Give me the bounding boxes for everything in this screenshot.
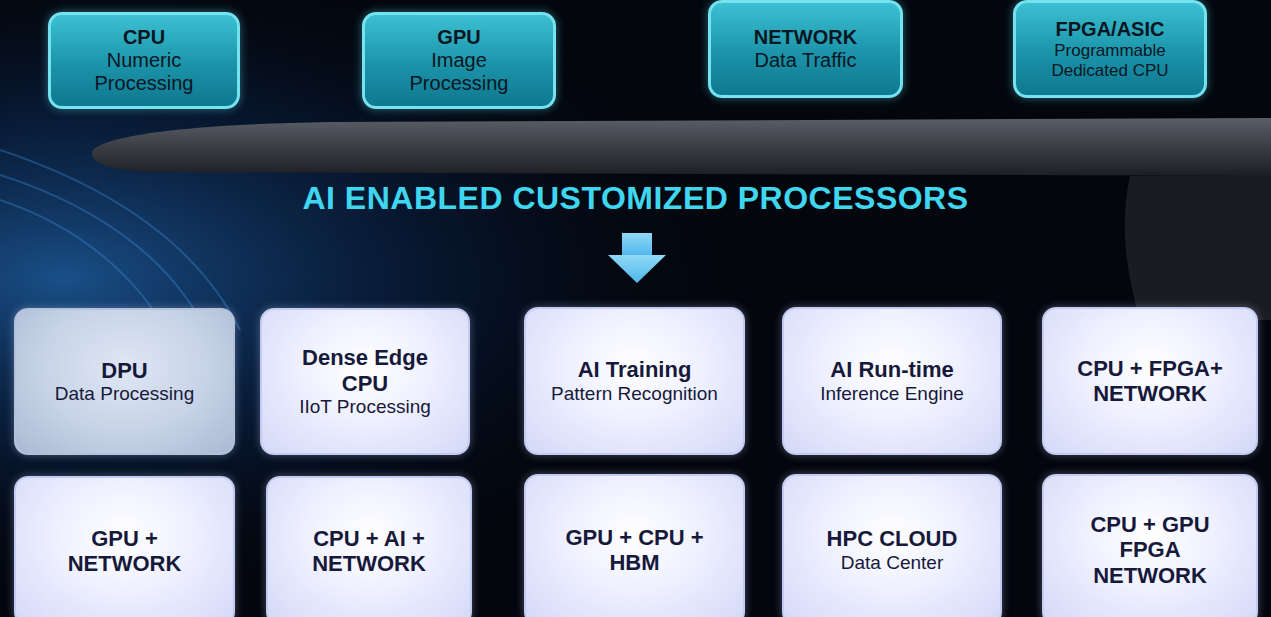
custom-processor-box: Dense Edge CPUIIoT Processing <box>260 308 470 455</box>
box-heading: NETWORK <box>754 26 857 49</box>
box-heading: GPU + NETWORK <box>38 526 211 577</box>
box-description: Data Processing <box>55 383 194 405</box>
diagram-title: AI ENABLED CUSTOMIZED PROCESSORS <box>0 180 1271 217</box>
processor-box: GPUImage Processing <box>362 12 556 109</box>
box-description: Numeric Processing <box>73 49 215 95</box>
custom-processor-box: AI Run-timeInference Engine <box>782 307 1002 455</box>
box-heading: GPU <box>437 26 480 49</box>
box-description: Data Traffic <box>755 49 857 72</box>
box-description: Image Processing <box>387 49 531 95</box>
box-heading: GPU + CPU + HBM <box>548 525 721 576</box>
custom-processor-box: CPU + GPU FPGA NETWORK <box>1042 474 1258 617</box>
box-heading: AI Training <box>578 357 692 382</box>
custom-processor-box: GPU + NETWORK <box>14 476 235 617</box>
processor-box: FPGA/ASICProgrammable Dedicated CPU <box>1013 0 1207 98</box>
box-heading: CPU + AI + NETWORK <box>290 526 448 577</box>
custom-processor-box: CPU + FPGA+ NETWORK <box>1042 307 1258 455</box>
pointing-finger <box>92 118 1271 176</box>
custom-processor-box: HPC CLOUDData Center <box>782 474 1002 617</box>
box-heading: CPU + GPU FPGA NETWORK <box>1066 512 1234 588</box>
processor-box: NETWORKData Traffic <box>708 0 903 98</box>
down-arrow <box>608 233 666 283</box>
box-heading: FPGA/ASIC <box>1056 18 1165 41</box>
box-heading: Dense Edge CPU <box>284 345 446 396</box>
box-heading: CPU + FPGA+ NETWORK <box>1066 356 1234 407</box>
box-description: Data Center <box>841 552 943 574</box>
box-heading: HPC CLOUD <box>827 526 958 551</box>
box-heading: AI Run-time <box>830 357 953 382</box>
box-heading: DPU <box>101 358 147 383</box>
custom-processor-box: AI TrainingPattern Recognition <box>524 307 745 455</box>
custom-processor-box: CPU + AI + NETWORK <box>266 476 472 617</box>
hand <box>1125 176 1271 320</box>
custom-processor-box: GPU + CPU + HBM <box>524 474 745 617</box>
processor-box: CPUNumeric Processing <box>48 12 240 109</box>
box-heading: CPU <box>123 26 165 49</box>
custom-processor-box: DPUData Processing <box>14 308 235 455</box>
box-description: Pattern Recognition <box>551 383 718 405</box>
box-description: Programmable Dedicated CPU <box>1038 41 1182 80</box>
box-description: Inference Engine <box>820 383 964 405</box>
box-description: IIoT Processing <box>299 396 431 418</box>
